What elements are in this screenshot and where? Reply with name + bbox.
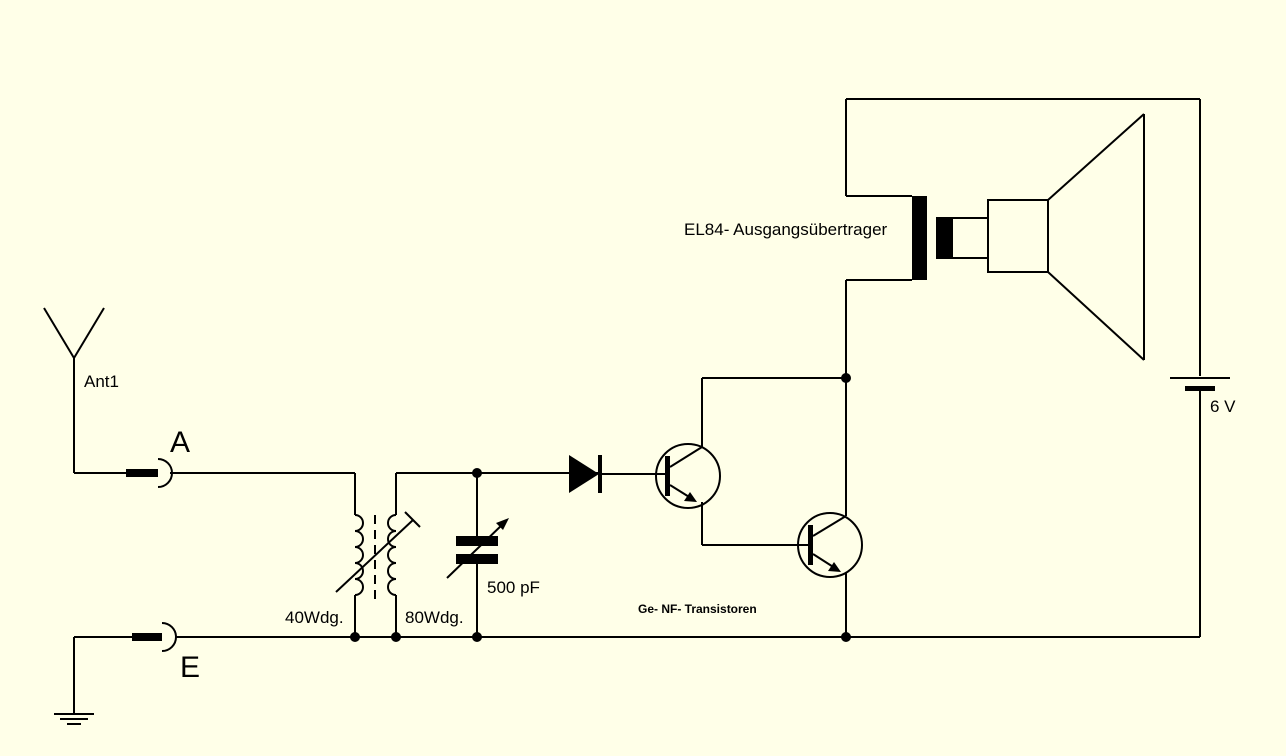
transistor-1	[655, 377, 846, 546]
terminal-e-label: E	[180, 651, 200, 684]
tuning-coil	[335, 473, 421, 637]
battery-symbol	[1170, 99, 1230, 637]
transformer-label: EL84- Ausgangsübertrager	[684, 220, 888, 239]
loudspeaker-symbol	[951, 113, 1145, 361]
earth-socket	[132, 622, 177, 652]
antenna-symbol	[43, 307, 130, 474]
antenna-label: Ant1	[84, 372, 119, 391]
variable-capacitor	[396, 472, 600, 637]
battery-label: 6 V	[1210, 397, 1236, 416]
terminal-a-label: A	[170, 426, 190, 459]
coil-primary-label: 40Wdg.	[285, 608, 344, 627]
coil-secondary-label: 80Wdg.	[405, 608, 464, 627]
ground-symbol	[54, 636, 132, 725]
output-transformer	[845, 98, 1200, 281]
junction-dots	[350, 373, 851, 642]
capacitor-label: 500 pF	[487, 578, 540, 597]
detector-diode	[569, 455, 668, 493]
transistor-2	[797, 280, 863, 637]
antenna-socket	[126, 458, 355, 488]
transistors-label: Ge- NF- Transistoren	[638, 602, 757, 616]
